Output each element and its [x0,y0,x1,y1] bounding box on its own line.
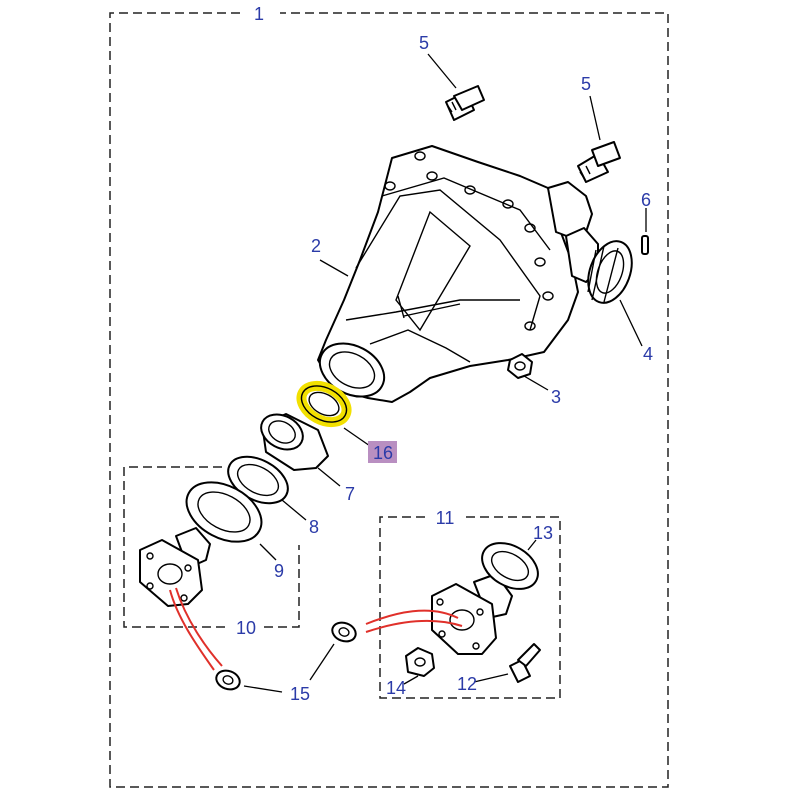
thrust-ring [481,542,539,590]
callout-15: 15 [290,684,310,704]
drive-flange-left [139,527,211,607]
callout-1: 1 [254,4,264,24]
washer-lower [215,669,241,691]
bolt-upper [445,85,485,121]
callout-12: 12 [457,674,477,694]
dowel-pin [641,235,649,255]
callout-14: 14 [386,678,406,698]
callout-4: 4 [643,344,653,364]
callout-5-upper: 5 [419,33,429,53]
flange-bolt [509,643,541,683]
callout-5-right: 5 [581,74,591,94]
assembly-boundary [109,12,669,788]
oil-seal [185,481,263,543]
red-wire-left [169,589,215,671]
red-wire-left-2 [175,587,223,667]
side-bearing [587,240,633,304]
nut [507,353,533,379]
seal-ring-highlighted [296,380,352,428]
spacer-ring [227,455,289,505]
leader-lines [243,53,647,693]
flange-nut [405,647,435,677]
callout-13: 13 [533,523,553,543]
callout-3: 3 [551,387,561,407]
callout-11: 11 [436,508,455,528]
callout-2: 2 [311,236,321,256]
callout-9: 9 [274,561,284,581]
callout-16-highlight [368,441,397,463]
callout-6: 6 [641,190,651,210]
washer-middle [331,621,357,643]
pinion-bearing [260,413,329,471]
red-wire-right-2 [365,619,463,633]
drive-flange-right [431,573,513,655]
red-wire-right [365,609,459,625]
pinion-group-boundary [379,516,561,699]
differential-housing [317,145,599,403]
bolt-right [577,141,621,183]
callout-8: 8 [309,517,319,537]
callout-16: 16 [373,443,393,463]
callout-10: 10 [236,618,256,638]
flange-group-boundary [123,466,300,628]
callout-7: 7 [345,484,355,504]
